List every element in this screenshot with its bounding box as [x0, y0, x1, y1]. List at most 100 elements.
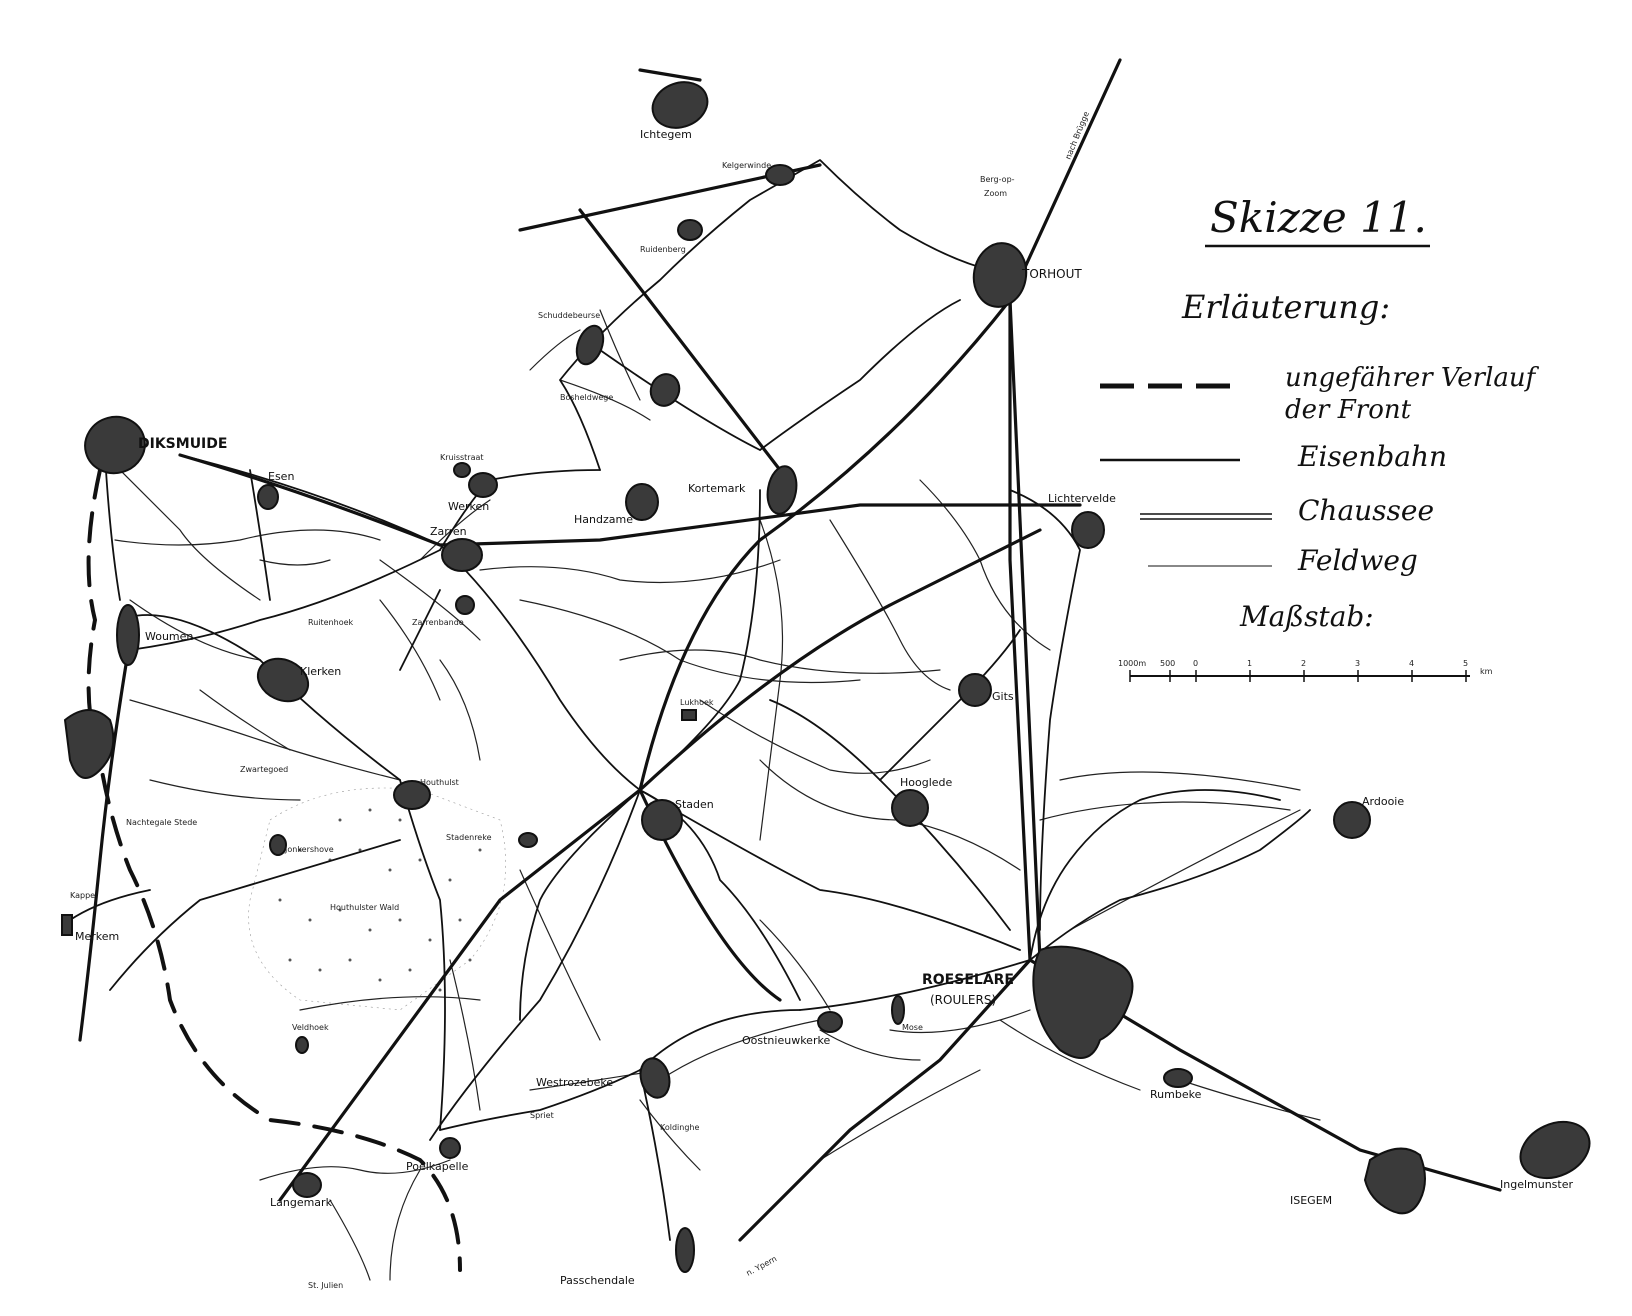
town-mose: [891, 995, 905, 1025]
label-merkem: Merkem: [75, 930, 119, 943]
town-kortemark: [766, 465, 798, 515]
label-isegem: ISEGEM: [1290, 1194, 1332, 1207]
label-esen: Esen: [268, 470, 294, 483]
label-spriet: Spriet: [530, 1111, 554, 1120]
label-berg-op-zoom-1: Berg-op-: [980, 175, 1015, 184]
town-staden: [641, 799, 683, 841]
label-torhout: TORHOUT: [1021, 267, 1082, 281]
label-passchendale: Passchendale: [560, 1274, 635, 1287]
front-line: [86, 468, 462, 1272]
town-lichtervelde: [1071, 511, 1105, 549]
scale-tick-2: 0: [1193, 659, 1198, 668]
legend-heading: Erläuterung:: [1181, 288, 1390, 326]
label-veldhoek: Veldhoek: [292, 1023, 329, 1032]
map-title: Skizze 11.: [1205, 193, 1430, 248]
label-roeselare: ROESELARE: [922, 972, 1014, 988]
label-zarrenbande: Zarrenbande: [412, 618, 464, 627]
label-poelkapelle: Poelkapelle: [406, 1160, 469, 1173]
legend-path-label: Feldweg: [1297, 544, 1418, 577]
label-berg-op-zoom-2: Zoom: [984, 189, 1007, 198]
label-gits: Gits: [992, 690, 1014, 703]
label-bosheldwege: Bosheldwege: [560, 393, 613, 402]
scale-unit: km: [1480, 667, 1493, 676]
town-diksmuide: [84, 415, 146, 475]
label-koldinghe: Koldinghe: [660, 1123, 699, 1132]
town-gits: [958, 673, 992, 707]
town-zarrenbande: [455, 595, 475, 615]
label-mose: Mose: [902, 1023, 923, 1032]
town-passchendale: [675, 1227, 695, 1273]
town-isegem: [1363, 1147, 1426, 1215]
scale-tick-3: 1: [1247, 659, 1252, 668]
label-staden: Staden: [675, 798, 714, 811]
town-schuddebeurse: [575, 324, 605, 366]
label-zarren: Zarren: [430, 525, 467, 538]
label-lichtervelde: Lichtervelde: [1048, 492, 1116, 505]
label-stadenreke: Stadenreke: [446, 833, 492, 842]
label-kappe: Kappe: [70, 891, 95, 900]
label-langemark: Langemark: [270, 1196, 333, 1209]
town-ruidenberg: [677, 219, 703, 241]
towns: [61, 81, 1591, 1273]
scale-tick-0: 1000m: [1118, 659, 1146, 668]
town-veldhoek: [295, 1036, 309, 1054]
town-merkem: [61, 914, 73, 936]
title-text: Skizze 11.: [1210, 193, 1427, 242]
label-nach-ypern: n. Ypern: [745, 1254, 779, 1278]
town-woumen: [116, 604, 140, 666]
label-oostnieuwkerke: Oostnieuwkerke: [742, 1034, 830, 1047]
town-bosheldwege: [649, 373, 681, 407]
label-hooglede: Hooglede: [900, 776, 953, 789]
label-houthulster-wald: Houthulster Wald: [330, 903, 399, 912]
town-werken: [468, 472, 498, 498]
label-werken: Werken: [448, 500, 489, 513]
label-ruidenberg: Ruidenberg: [640, 245, 686, 254]
label-zwartegoed: Zwartegoed: [240, 765, 288, 774]
town-klerken: [256, 657, 310, 703]
label-rumbeke: Rumbeke: [1150, 1088, 1202, 1101]
town-langemark: [292, 1172, 322, 1198]
town-lukhoek: [681, 709, 697, 721]
scale-tick-7: 5: [1463, 659, 1468, 668]
town-stadenreke: [518, 832, 538, 848]
label-kelgerwind: Kelgerwinde: [722, 161, 771, 170]
town-rumbeke: [1163, 1068, 1193, 1088]
label-houthulst: Houthulst: [420, 778, 459, 787]
scale-tick-6: 4: [1409, 659, 1414, 668]
scale-bar: 1000m 500 0 1 2 3 4 5 km: [1118, 659, 1493, 682]
label-diksmuide: DIKSMUIDE: [138, 436, 227, 452]
label-klerken: Klerken: [300, 665, 341, 678]
legend-road-label: Chaussee: [1298, 494, 1434, 527]
houthulst-forest: [248, 787, 506, 1011]
town-roeselare: [1032, 945, 1134, 1059]
label-schuddebeurse: Schuddebeurse: [538, 311, 600, 320]
town-poelkapelle: [439, 1137, 461, 1159]
scale-tick-5: 3: [1355, 659, 1360, 668]
label-jonkershove: Jonkershove: [284, 845, 334, 854]
label-lukhoek: Lukhoek: [680, 698, 714, 707]
town-ardooie: [1333, 801, 1371, 839]
label-westrozebeke: Westrozebeke: [536, 1076, 613, 1089]
town-ingelmunster: [1519, 1120, 1591, 1180]
label-st-julien: St. Julien: [308, 1281, 343, 1290]
label-nachtegale-stede: Nachtegale Stede: [126, 818, 197, 827]
legend: Erläuterung: ungefährer Verlauf der Fron…: [1100, 288, 1540, 682]
label-ardooie: Ardooie: [1362, 795, 1404, 808]
town-hooglede: [891, 789, 929, 827]
legend-front-label-1: ungefährer Verlauf: [1285, 363, 1540, 393]
town-houthulst: [393, 780, 431, 810]
town-diksmuide-west-blot: [63, 709, 115, 779]
label-roulers: (ROULERS): [930, 993, 996, 1007]
label-kruisstraat: Kruisstraat: [440, 453, 484, 462]
label-ingelmunster: Ingelmunster: [1500, 1178, 1573, 1191]
town-jonkershove: [269, 834, 287, 856]
town-westrozebeke: [639, 1057, 671, 1099]
legend-front-label-2: der Front: [1285, 395, 1412, 425]
scale-heading: Maßstab:: [1239, 600, 1374, 633]
label-woumen: Woumen: [145, 630, 193, 643]
town-kelgerwind: [765, 164, 795, 186]
town-kruisstraat: [453, 462, 471, 478]
label-ruitenhoek: Ruitenhoek: [308, 618, 354, 627]
label-handzame: Handzame: [574, 513, 633, 526]
